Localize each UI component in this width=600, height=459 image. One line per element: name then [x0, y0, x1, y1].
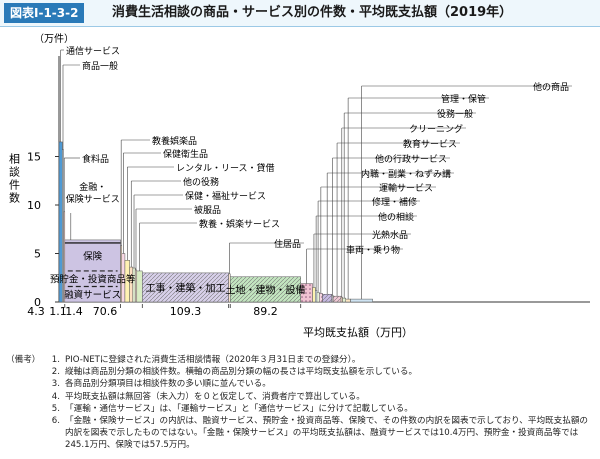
y-axis-unit: （万件） [34, 33, 74, 45]
note-text: 「金融・保険サービス」の内訳は、融資サービス、預貯金・投資商品等、保険で、その件… [65, 416, 589, 451]
finance-segment-label: 預貯金・投資商品等 [50, 274, 136, 286]
y-tick-label: 10 [27, 199, 41, 212]
bar-callout-label: 光熱水品 [372, 229, 408, 241]
bar-callout-label: 他の相談 [378, 211, 414, 223]
bar-hatch-11 [142, 272, 229, 302]
note-number: 2. [51, 367, 60, 378]
bar-callout-label: 修理・補修 [372, 196, 417, 208]
bar-callout-label: 食料品 [82, 153, 109, 165]
bar-callout-label: 保健衛生品 [163, 148, 208, 160]
x-tick-label: 1.4 [65, 305, 83, 318]
note-number: 5. [51, 403, 60, 414]
bar-callout-label: 運輸サービス [379, 182, 433, 194]
y-axis-label: 相談件数 [8, 153, 21, 205]
note-text: 各商品別分類項目は相談件数の多い順に並んでいる。 [65, 379, 271, 390]
bar-callout-label: 通信サービス [66, 45, 120, 57]
bar-hatch-13 [230, 276, 301, 302]
bar-hatch-19 [322, 294, 332, 302]
x-tick-label: 89.2 [253, 305, 278, 318]
bar-callout-label: 内職・副業・ねずみ講 [361, 168, 451, 180]
finance-segment-label: 融資サービス [64, 289, 121, 301]
note-heading [6, 415, 42, 452]
bar-callout-label: 住居品 [274, 238, 301, 250]
bar-callout-label: 被服品 [194, 204, 221, 216]
bar-inside-label: 工事・建築・加工 [145, 281, 225, 294]
bar-callout-label: 管理・保管 [441, 93, 486, 105]
bar-10 [136, 270, 143, 303]
bar-callout-label: 教養娯楽品 [152, 135, 197, 147]
bar-callout-label: 教育サービス [403, 138, 457, 150]
finance-segment-label: 保険 [83, 250, 103, 262]
x-tick-label: 70.6 [93, 305, 118, 318]
bar-24 [345, 298, 351, 303]
note-heading [6, 403, 42, 415]
marimekko-chart: （万件） 相談件数 0 5 10 15 融資サービス 預貯金・投資商品等保険工事・建築・加工土… [8, 33, 590, 339]
bar-inside-label: 土地・建物・設備 [225, 283, 305, 296]
bar-callout-label: 車両・乗り物 [346, 244, 400, 256]
note-text: 「運輸・通信サービス」は、「運輸サービス」と「通信サービス」に分けて記載している… [65, 403, 413, 414]
bar-callout-label: 保健・福祉サービス [185, 190, 266, 202]
bar-callout-label: レンタル・リース・貸借 [176, 162, 275, 174]
note-heading [6, 378, 42, 390]
x-tick-label: 109.3 [170, 305, 202, 318]
x-tick-label: 1.1 [49, 305, 67, 318]
bar-callout-label: 他の役務 [183, 176, 219, 188]
bar-23 [342, 297, 347, 303]
figure-title: 消費生活相談の商品・サービス別の件数・平均既支払額（2019年） [112, 5, 513, 20]
note-item: 4. 平均既支払額は無回答（未入力）を０と仮定して、消費者庁で算出している。 [6, 391, 596, 403]
bar-callout-label: 他の商品 [533, 81, 569, 93]
note-number: 6. [51, 416, 60, 427]
note-item: 6. 「金融・保険サービス」の内訳は、融資サービス、預貯金・投資商品等、保険で、そ… [6, 415, 596, 452]
bar-25 [350, 298, 373, 303]
figure-number: 図表Ⅰ-1-3-2 [4, 3, 85, 23]
note-item: 5. 「運輸・通信サービス」は、「運輸サービス」と「通信サービス」に分けて記載して… [6, 403, 596, 415]
figure-header: 図表Ⅰ-1-3-2 消費生活相談の商品・サービス別の件数・平均既支払額（2019… [0, 0, 600, 27]
note-item: 2. 縦軸は商品別分類の相談件数。横軸の商品別分類の幅の長さは平均既支払額を示して… [6, 366, 596, 378]
bar-15 [312, 287, 316, 303]
note-item: 3. 各商品別分類項目は相談件数の多い順に並んでいる。 [6, 378, 596, 390]
bar-callout-label: 教養・娯楽サービス [199, 218, 280, 230]
bar-callout-label: 金融・保険サービス [66, 181, 120, 205]
y-tick-label: 0 [34, 296, 41, 309]
bar-callout-label: 商品一般 [82, 60, 118, 72]
bar-17 [316, 292, 320, 303]
y-tick-label: 5 [34, 248, 41, 261]
note-heading [6, 366, 42, 378]
bar-callout-label: クリーニング [409, 123, 463, 135]
notes: （備考） 1. PIO-NETに登録された消費生活相談情報（2020年３月31日まで… [6, 354, 596, 452]
bar-dots-18 [319, 293, 323, 302]
note-number: 1. [51, 355, 60, 365]
note-number: 4. [51, 391, 60, 402]
bar-callout-label: 役務一般 [437, 108, 473, 120]
y-tick-label: 15 [27, 151, 41, 164]
note-item: （備考） 1. PIO-NETに登録された消費生活相談情報（2020年３月31日まで… [6, 354, 596, 366]
bar-dots-14 [300, 283, 313, 302]
bar-hatch-21 [333, 296, 342, 302]
note-text: 縦軸は商品別分類の相談件数。横軸の商品別分類の幅の長さは平均既支払額を示している… [65, 367, 418, 378]
x-tick-label: 4.3 [27, 305, 45, 318]
bar-callout-label: 他の行政サービス [375, 153, 447, 165]
note-heading [6, 391, 42, 403]
note-heading: （備考） [6, 355, 41, 365]
note-number: 3. [51, 379, 60, 390]
note-text: 平均既支払額は無回答（未入力）を０と仮定して、消費者庁で算出している。 [65, 391, 365, 402]
x-axis-label: 平均既支払額（万円） [303, 325, 413, 339]
note-text: PIO-NETに登録された消費生活相談情報（2020年３月31日までの登録分）。 [65, 355, 361, 365]
